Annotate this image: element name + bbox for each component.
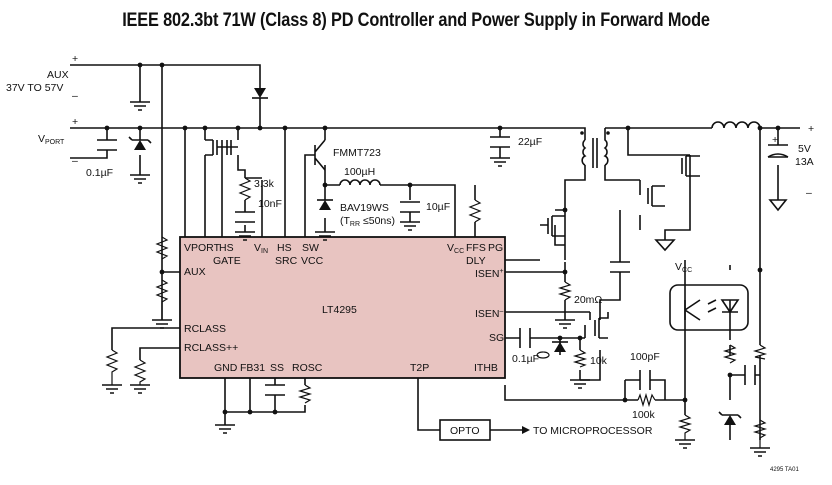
pin-isenp: ISEN+ xyxy=(475,268,504,280)
pin-rosc: ROSC xyxy=(292,362,323,374)
aux-range-label: 37V TO 57V xyxy=(6,82,63,94)
aux-plus: + xyxy=(72,53,78,65)
pin-pg: PG xyxy=(488,242,503,254)
vport-minus: – xyxy=(72,155,78,167)
fig-code: 4295 TA01 xyxy=(770,467,799,473)
cap-plus: + xyxy=(772,134,778,146)
polarized-cap-curve xyxy=(767,153,789,158)
opto-coupler-box xyxy=(669,284,749,331)
ic-body xyxy=(179,236,506,379)
pin-rclasspp: RCLASS++ xyxy=(184,342,238,354)
opto-vcc-label: VCC xyxy=(675,261,692,274)
pin-vcc: VCC xyxy=(301,255,324,267)
pin-t2p: T2P xyxy=(410,362,429,374)
pin-isenm: ISEN– xyxy=(475,308,504,320)
r-sense-label: 20mΩ xyxy=(574,294,602,306)
diodes xyxy=(128,88,742,425)
pin-sw: SW xyxy=(302,242,319,254)
to-micro-label: TO MICROPROCESSOR xyxy=(533,425,653,437)
r-sg-label: 10k xyxy=(590,355,608,367)
l-sw-label: 100µH xyxy=(344,166,375,178)
c-comp-label: 100pF xyxy=(630,351,660,363)
pin-hs2: HS xyxy=(277,242,292,254)
r-hs-label: 3.3k xyxy=(254,178,275,190)
schematic-labels: AUX 37V TO 57V VPORT + – + – 0.1µF 3.3k … xyxy=(6,53,814,473)
c-bulk-label: 22µF xyxy=(518,136,542,148)
q-aux-label: FMMT723 xyxy=(333,147,381,159)
vout-minus: – xyxy=(806,187,812,199)
pin-dly: DLY xyxy=(466,255,486,267)
c-hs-label: 10nF xyxy=(258,198,282,210)
aux-label: AUX xyxy=(47,69,69,81)
pin-fb31: FB31 xyxy=(240,362,265,374)
pin-vcc2: VCC xyxy=(447,242,464,255)
diode-sw-label: BAV19WS xyxy=(340,202,389,214)
ic-name: LT4295 xyxy=(322,304,357,316)
resistors xyxy=(105,177,768,448)
triangle-grounds xyxy=(654,199,788,252)
opto-block-rect xyxy=(439,419,491,441)
vport-label: VPORT xyxy=(38,133,65,146)
pin-gate: GATE xyxy=(213,255,241,267)
xfmr-dot-secondary xyxy=(606,131,610,135)
aux-minus: – xyxy=(72,90,78,102)
sg-loop xyxy=(536,351,550,359)
capacitors xyxy=(97,136,788,396)
c-vcc-label: 10µF xyxy=(426,201,450,213)
pin-vport: VPORT xyxy=(184,242,221,254)
xfmr-dot-primary xyxy=(580,131,584,135)
pin-aux: AUX xyxy=(184,266,206,278)
vout-plus: + xyxy=(808,123,814,135)
vout-label: 5V xyxy=(798,143,811,155)
vport-plus: + xyxy=(72,116,78,128)
opto-internals xyxy=(684,299,740,321)
pin-src: SRC xyxy=(275,255,298,267)
pin-gnd: GND xyxy=(214,362,238,374)
pin-vin: VIN xyxy=(254,242,268,255)
r-comp-label: 100k xyxy=(632,409,656,421)
iout-label: 13A xyxy=(795,156,814,168)
pin-ithb: ITHB xyxy=(474,362,498,374)
cap-in-label: 0.1µF xyxy=(86,167,113,179)
pin-rclass: RCLASS xyxy=(184,323,226,335)
figure-title: IEEE 802.3bt 71W (Class 8) PD Controller… xyxy=(122,10,710,31)
junction-dots xyxy=(104,62,781,415)
ground-symbols xyxy=(102,101,770,457)
arrow-to-micro xyxy=(522,426,530,434)
inductors xyxy=(339,121,761,186)
pin-sg: SG xyxy=(489,332,504,344)
mosfets xyxy=(205,139,700,339)
pin-ss: SS xyxy=(270,362,284,374)
diode-trr-label: (TRR ≤50ns) xyxy=(340,215,395,228)
pin-ffs: FFS xyxy=(466,242,486,254)
c-sg-label: 0.1µF xyxy=(512,353,539,365)
bjt-fmmt723 xyxy=(314,139,326,171)
opto-block-label: OPTO xyxy=(450,425,480,437)
pin-hs: HS xyxy=(219,242,234,254)
